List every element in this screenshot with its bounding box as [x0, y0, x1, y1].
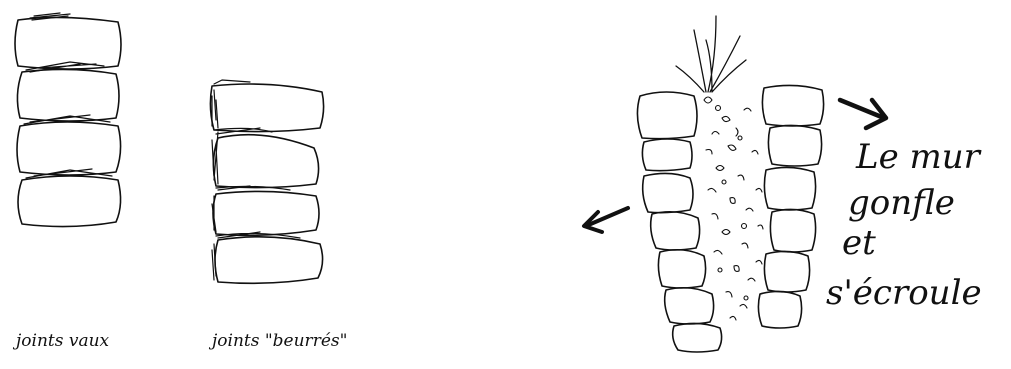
buttered-joints-mortar: [212, 80, 300, 280]
stone-block: [768, 125, 821, 166]
stone-block: [665, 288, 714, 324]
plant-sprout: [676, 16, 746, 92]
stone-block: [213, 191, 319, 235]
caption-buttered-joints: joints "beurrés": [208, 331, 347, 351]
stone-block: [770, 209, 815, 252]
stone-block: [764, 167, 815, 210]
stone-block: [658, 250, 705, 288]
wall-note-line2: gonfle: [848, 183, 955, 223]
arrow-left-outward: [584, 208, 628, 232]
stone-block: [642, 139, 692, 171]
stone-block: [215, 237, 323, 284]
stone-block: [17, 122, 121, 175]
stone-block: [673, 323, 722, 352]
caption-dry-joints: joints vaux: [12, 331, 110, 351]
dry-joints-hatching: [24, 13, 112, 178]
stone-block: [15, 17, 121, 69]
rubble-fill: [704, 97, 763, 320]
wall-note-line4: s'écroule: [826, 273, 982, 313]
arrow-right-outward: [840, 100, 886, 128]
stone-block: [637, 92, 697, 139]
wall-note-line1: Le mur: [855, 137, 982, 177]
stone-block: [651, 212, 700, 250]
stone-block: [764, 251, 809, 292]
stone-block: [762, 85, 823, 126]
stone-block: [213, 135, 318, 188]
stone-block: [18, 176, 121, 227]
stone-block: [210, 84, 323, 132]
stone-block: [643, 173, 693, 212]
collapsing-wall-left: [637, 92, 721, 352]
stone-block: [758, 291, 801, 328]
wall-note-line3: et: [842, 223, 876, 263]
collapsing-wall-right: [758, 85, 823, 328]
buttered-joints-stack: [210, 84, 323, 283]
stone-block: [17, 69, 119, 121]
